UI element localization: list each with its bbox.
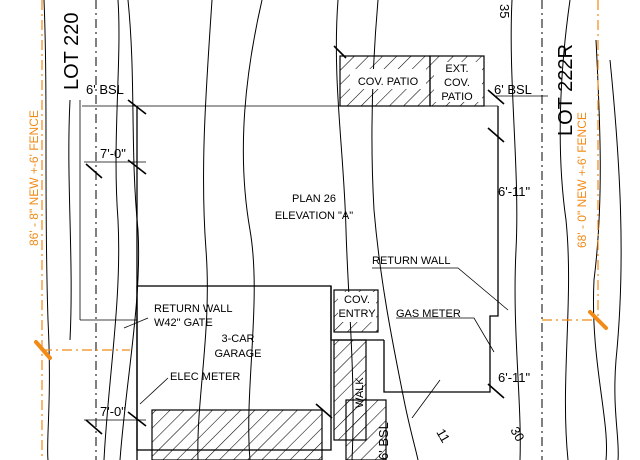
lot-left-label: LOT 220	[61, 13, 83, 90]
hatched-areas	[151, 55, 485, 460]
ext-cov-patio-label-3: PATIO	[441, 91, 473, 103]
garage-label-1: 3-CAR	[221, 333, 254, 345]
plan-title: PLAN 26	[292, 193, 336, 205]
gas-meter-label: GAS METER	[396, 308, 461, 320]
elec-meter-label: ELEC METER	[170, 371, 240, 383]
return-wall-right-label: RETURN WALL	[372, 255, 450, 267]
bsl-right-label: 6' BSL	[494, 82, 532, 97]
side-top-left-dim: 7'-0"	[100, 146, 126, 161]
lot-right-label: LOT 222R	[555, 44, 577, 136]
contour-label-35: 35	[497, 4, 512, 18]
drawing-labels: PLAN 26 ELEVATION "A" COV. PATIO EXT. CO…	[27, 4, 589, 460]
fence-lines	[34, 0, 608, 460]
leader-lines	[123, 267, 509, 419]
contour-label-11: 11	[433, 426, 453, 445]
cov-patio-label: COV. PATIO	[358, 76, 419, 88]
walk-label: WALK	[354, 377, 366, 408]
dimension-ticks	[84, 45, 505, 435]
side-bottom-left-dim: 7'-0"	[100, 404, 126, 419]
cov-entry-label-1: COV.	[344, 294, 370, 306]
ext-cov-patio-label-1: EXT.	[445, 63, 468, 75]
contour-lines	[43, 0, 622, 460]
gate-label: W42" GATE	[154, 317, 213, 329]
setback-lines	[82, 0, 548, 460]
cov-entry-label-2: ENTRY	[338, 308, 376, 320]
garage-label-2: GARAGE	[214, 348, 261, 360]
plan-elevation: ELEVATION "A"	[275, 210, 353, 222]
return-wall-left-label: RETURN WALL	[154, 303, 232, 315]
side-top-right-dim: 6'-11"	[498, 184, 531, 199]
ext-cov-patio-label-2: COV.	[444, 77, 470, 89]
bsl-bottom-label: 6' BSL	[376, 422, 391, 460]
side-bottom-right-dim: 6'-11"	[498, 370, 531, 385]
fence-left-label: 86' - 8" NEW +-6' FENCE	[27, 110, 41, 246]
fence-right-label: 68' - 0" NEW +-6' FENCE	[575, 112, 589, 248]
house-footprint	[79, 100, 499, 460]
bsl-left-label: 6' BSL	[86, 82, 124, 97]
contour-label-30: 30	[507, 424, 527, 444]
